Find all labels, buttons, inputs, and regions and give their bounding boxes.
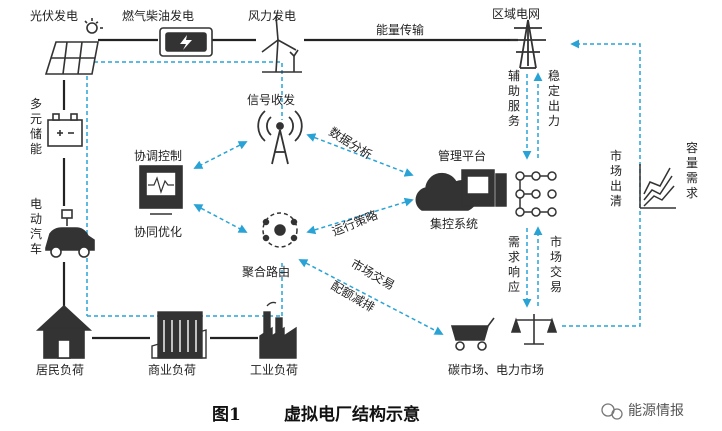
label-coord-optimize: 协同优化	[134, 224, 182, 239]
label-capacity-demand: 容量需求	[686, 140, 698, 200]
dash-signal-control[interactable]	[193, 141, 248, 169]
label-diesel: 燃气柴油发电	[122, 8, 194, 23]
label-residential: 居民负荷	[36, 363, 84, 377]
label-data-analysis: 数据分析	[326, 124, 375, 162]
solar-panel-icon	[44, 18, 103, 75]
dash-top-loop	[87, 61, 283, 120]
figure-label: 图1	[212, 405, 241, 425]
label-platform-sub: 集控系统	[430, 216, 478, 231]
label-coord-control: 协调控制	[134, 148, 182, 163]
signal-tower-icon	[257, 110, 303, 165]
vertical-labels: 多元储能 电动汽车 辅助服务 稳定出力 需求响应 市场交易 市场出清 容量需求	[30, 68, 698, 294]
label-energy-transfer: 能量传输	[376, 22, 424, 37]
label-industrial: 工业负荷	[250, 363, 298, 377]
commercial-building-icon	[151, 311, 207, 359]
label-stable-output: 稳定出力	[548, 68, 560, 128]
management-platform-icon	[415, 169, 557, 217]
factory-icon	[259, 301, 297, 359]
dash-optimize-aggregate[interactable]	[193, 204, 248, 233]
aggregate-router-icon	[262, 212, 298, 248]
node-labels: 光伏发电 燃气柴油发电 风力发电 区域电网 信号收发 协调控制 协同优化 聚合路…	[30, 7, 544, 377]
label-market: 碳市场、电力市场	[448, 362, 544, 377]
label-aux-service: 辅助服务	[508, 69, 520, 128]
transmission-tower-icon	[510, 19, 546, 69]
label-solar: 光伏发电	[30, 8, 78, 23]
label-ev: 电动汽车	[30, 197, 42, 256]
watermark: 能源情报	[601, 403, 684, 420]
energy-lines	[62, 38, 518, 340]
house-icon	[35, 304, 93, 359]
dash-market-loop[interactable]	[562, 39, 641, 327]
diagonal-labels: 数据分析 运行策略 市场交易 配额减排	[326, 124, 397, 315]
wind-turbine-icon	[261, 15, 302, 73]
label-storage: 多元储能	[30, 97, 42, 156]
ev-car-icon	[45, 209, 95, 258]
label-platform-title: 管理平台	[438, 148, 486, 163]
watermark-text: 能源情报	[628, 403, 684, 419]
cart-icon	[450, 317, 495, 351]
label-aggregate: 聚合路由	[242, 264, 290, 279]
info-lines	[86, 39, 641, 335]
label-commercial: 商业负荷	[148, 362, 196, 377]
label-market-trade-diag: 市场交易	[349, 256, 398, 293]
market-chart-icon	[639, 164, 676, 209]
figure-title: 虚拟电厂结构示意	[284, 404, 420, 425]
label-demand-response: 需求响应	[508, 235, 520, 294]
label-operation-strategy: 运行策略	[330, 207, 380, 239]
control-monitor-icon	[139, 165, 183, 215]
battery-icon	[47, 113, 83, 147]
dash-aggregate-market[interactable]	[298, 259, 444, 335]
dash-signal-platform[interactable]	[306, 133, 414, 177]
label-market-trade-right: 市场交易	[550, 234, 562, 294]
label-market-clearing: 市场出清	[610, 148, 622, 208]
label-wind: 风力发电	[248, 8, 296, 23]
label-grid: 区域电网	[492, 7, 540, 21]
label-signal: 信号收发	[247, 92, 295, 107]
balance-scale-icon	[510, 314, 558, 345]
diesel-generator-icon	[159, 27, 213, 57]
